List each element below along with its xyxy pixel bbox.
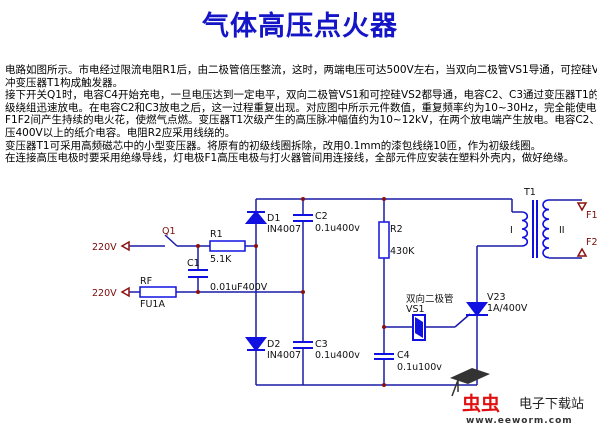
diac-vs1 xyxy=(412,314,426,341)
label-c3: C3 xyxy=(315,339,328,350)
wires xyxy=(128,198,582,386)
value-c2: 0.1u400v xyxy=(315,223,360,234)
desc-line: F1F2间产生持续的电火花，使燃气点燃。变压器T1次级产生的高压脉冲幅值约为10… xyxy=(5,114,597,127)
label-rf: RF xyxy=(140,276,152,287)
label-f1: F1 xyxy=(586,210,598,221)
label-r2: R2 xyxy=(390,224,403,235)
transformer-t1 xyxy=(521,199,550,259)
label-c1: C1 xyxy=(187,258,200,269)
label-secondary: II xyxy=(559,225,565,236)
label-c4: C4 xyxy=(397,350,410,361)
input-terminal-top xyxy=(120,240,130,252)
input-label-top: 220V xyxy=(92,242,117,253)
value-d2: IN4007 xyxy=(267,350,301,361)
value-c3: 0.1u400v xyxy=(315,350,360,361)
watermark-url: www.eeworm.com xyxy=(466,416,573,425)
label-vs1: VS1 xyxy=(406,304,425,315)
label-t1: T1 xyxy=(523,187,536,198)
label-v23: V23 xyxy=(487,292,506,303)
switch-q1 xyxy=(164,234,178,247)
desc-line: 在连接高压电极时要采用绝缘导线，灯电极F1高压电极与打火器管间用连接线，全部元件… xyxy=(5,152,575,165)
value-v23: 1A/400V xyxy=(487,303,528,314)
fuse-rf xyxy=(139,286,177,298)
value-rf: FU1A xyxy=(140,299,165,310)
resistor-r1 xyxy=(209,240,246,252)
input-label-bottom: 220V xyxy=(92,288,117,299)
capacitor-c4 xyxy=(374,353,394,360)
label-r1: R1 xyxy=(210,229,223,240)
resistor-r2 xyxy=(378,221,390,259)
capacitor-c3 xyxy=(293,341,313,349)
value-c1: 0.01uF400V xyxy=(210,282,268,293)
diode-d2 xyxy=(245,337,267,352)
value-d1: IN4007 xyxy=(267,224,301,235)
desc-line: 压400V以上的纸介电容。电阻R2应采用线绕的。 xyxy=(5,126,236,139)
desc-line: 电路如图所示。市电经过限流电阻R1后，由二极管倍压整流，这时，两端电压可达500… xyxy=(5,64,597,76)
label-primary: I xyxy=(510,225,513,236)
label-d1: D1 xyxy=(267,213,280,224)
desc-line: 级绕组迅速放电。在电容C2和C3放电之后，这一过程重复出现。对应图中所示元件数值… xyxy=(5,101,597,114)
scr-v23 xyxy=(466,302,488,317)
capacitor-c2 xyxy=(293,214,313,222)
desc-line: 接下开关Q1时，电容C4开始充电，一旦电压达到一定电平，双向二极管VS1和可控硅… xyxy=(5,89,597,102)
value-r1: 5.1K xyxy=(210,254,232,265)
diode-d1 xyxy=(244,210,268,224)
input-terminal-bottom xyxy=(120,286,130,298)
junction-nodes xyxy=(196,197,386,387)
label-d2: D2 xyxy=(267,339,280,350)
label-c2: C2 xyxy=(315,211,328,222)
capacitor-c1 xyxy=(188,269,208,278)
label-f2: F2 xyxy=(586,237,598,248)
watermark-logo: 虫虫 电子下载站 www.eeworm.com xyxy=(450,368,584,425)
label-vs1-desc: 双向二极管 xyxy=(406,293,454,305)
watermark-text: 电子下载站 xyxy=(519,397,584,412)
page-title: 气体高压点火器 xyxy=(202,11,398,42)
value-c4: 0.1u100v xyxy=(397,362,442,373)
electrode-f1 xyxy=(576,202,588,212)
electrode-f2 xyxy=(576,247,588,257)
description: 电路如图所示。市电经过限流电阻R1后，由二极管倍压整流，这时，两端电压可达500… xyxy=(5,64,597,165)
desc-line: 冲变压器T1构成触发器。 xyxy=(5,76,124,89)
value-r2: 430K xyxy=(390,246,415,257)
label-q1: Q1 xyxy=(162,226,176,237)
desc-line: 变压器T1可采用高频磁芯中的小型变压器。将原有的初级线圈拆除，改用0.1mm的漆… xyxy=(5,139,542,152)
watermark-brand: 虫虫 xyxy=(462,392,500,415)
